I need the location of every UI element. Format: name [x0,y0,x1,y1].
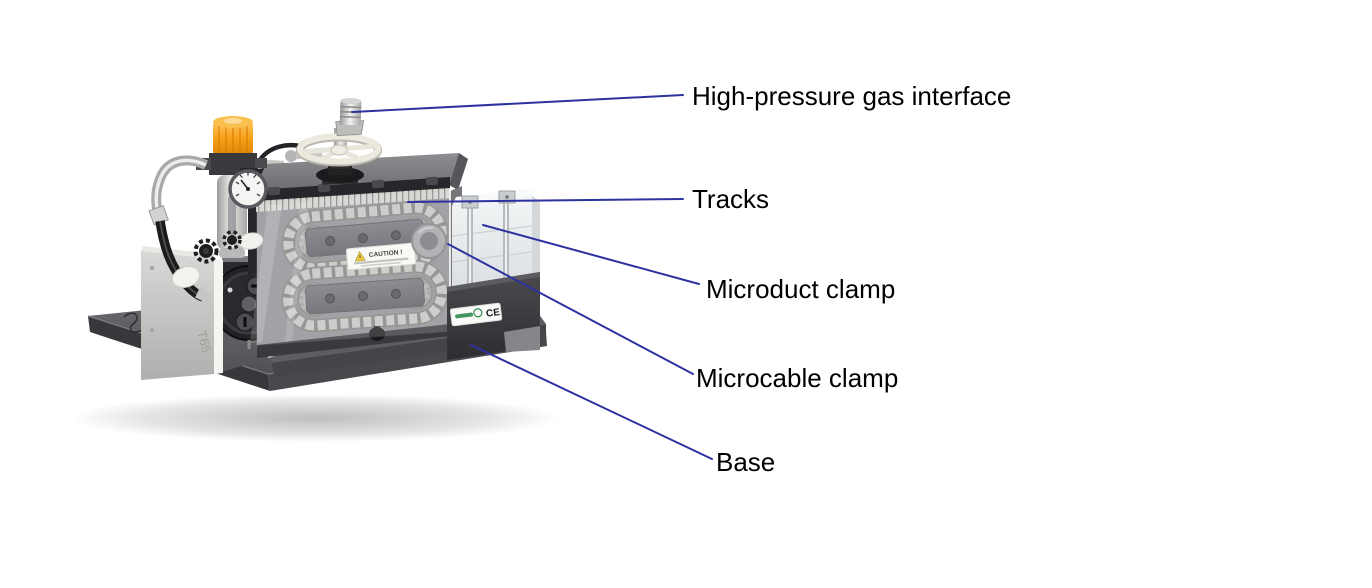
leader-lines [351,94,713,460]
track-block: CAUTION ! [250,176,462,358]
label-microduct-clamp: Microduct clamp [706,274,896,304]
brand-logo [455,312,474,319]
caution-sticker: CAUTION ! [345,242,417,271]
left-side-plate: T65 [141,246,223,380]
caution-title: CAUTION ! [369,249,403,259]
lower-track [281,259,449,333]
right-assembly: CE [447,188,540,360]
label-microcable-clamp: Microcable clamp [696,363,899,393]
microcable-clamp [411,223,447,259]
air-hose [148,155,214,304]
floor-shadow [70,394,560,442]
pressure-gauge [228,168,268,209]
gas-interface-fitting [335,98,365,136]
leader-line-base [470,344,713,460]
bottom-knob [369,326,385,341]
leader-line-high-pressure-gas-interface [351,94,684,113]
ruler-strip [256,188,450,212]
label-high-pressure-gas-interface: High-pressure gas interface [692,81,1012,111]
label-base: Base [716,447,776,477]
ce-mark: CE [485,307,500,320]
leader-line-microcable-clamp [447,243,694,375]
clamp-housing: CE [447,272,540,360]
air-preparation-unit [196,116,268,258]
label-tracks: Tracks [692,184,770,214]
leader-line-tracks [407,198,684,203]
pressure-regulator-knob [213,116,253,155]
handwritten-mark: T65 [194,329,214,355]
brand-globe-icon [473,308,483,318]
front-knobs [171,230,264,288]
leader-line-microduct-clamp [482,224,700,285]
transparent-cover [250,188,451,346]
brand-sticker: CE [449,302,503,327]
handwheel [296,128,382,185]
